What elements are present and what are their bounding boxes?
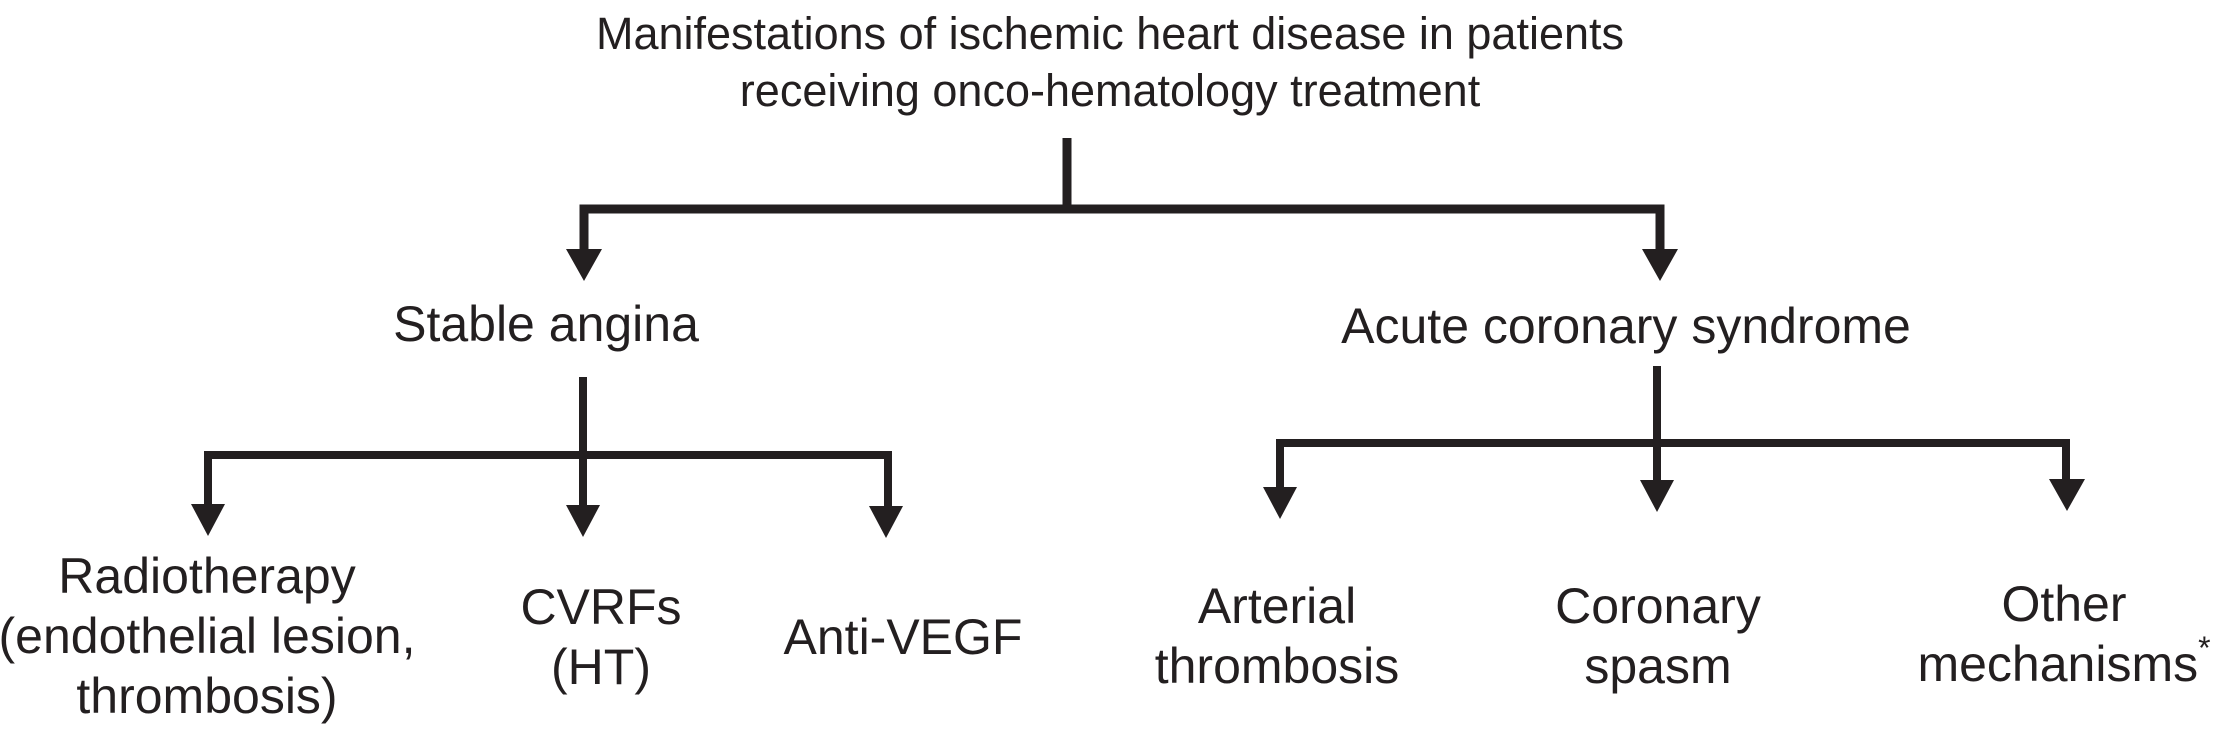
node-cvrfs-line-1: CVRFs [520,579,682,635]
stable-angina-bracket-line [204,451,892,507]
node-coronary-spasm: Coronary spasm [1555,576,1761,696]
arrowhead-other-mechanisms [2049,479,2085,511]
node-arterial-thrombosis-line-2: thrombosis [1154,638,1400,694]
node-stable-angina: Stable angina [393,296,699,352]
arrowhead-acute-coronary-syndrome [1642,249,1678,281]
diagram-title-line-1: Manifestations of ischemic heart disease… [595,8,1625,59]
diagram-title: Manifestations of ischemic heart disease… [596,5,1624,119]
acute-coronary-syndrome-connectors [1263,366,2085,519]
node-radiotherapy-line-1: Radiotherapy [58,548,356,604]
node-coronary-spasm-line-1: Coronary [1555,578,1761,634]
level1-bracket-line [579,204,1665,252]
node-coronary-spasm-line-2: spasm [1584,638,1732,694]
arrowhead-arterial-thrombosis [1263,487,1297,519]
arrowhead-stable-angina [566,249,602,281]
node-arterial-thrombosis: Arterial thrombosis [1155,576,1400,696]
node-anti-vegf: Anti-VEGF [783,609,1023,665]
node-other-mechanisms-line-2-text: mechanisms [1917,636,2199,692]
node-radiotherapy-line-2: (endothelial lesion, [0,608,416,664]
node-other-mechanisms-line-2: mechanisms* [1917,632,2210,694]
arrowhead-coronary-spasm [1640,480,1674,512]
arrowhead-radiotherapy [191,504,225,536]
node-cvrfs-line-2: (HT) [551,639,651,695]
node-other-mechanisms-line-1: Other [2001,576,2127,632]
level1-connectors [566,138,1678,281]
diagram-title-line-2: receiving onco-hematology treatment [739,65,1481,116]
acute-coronary-syndrome-bracket-line [1276,439,2070,488]
node-radiotherapy-line-3: thrombosis) [76,668,338,724]
other-mechanisms-asterisk: * [2198,630,2211,667]
node-other-mechanisms: Other mechanisms* [1917,574,2210,694]
node-acute-coronary-syndrome: Acute coronary syndrome [1341,298,1911,354]
arrowhead-anti-vegf [869,506,903,538]
stable-angina-connectors [191,377,903,538]
arrowhead-cvrfs [566,505,600,537]
node-arterial-thrombosis-line-1: Arterial [1197,578,1357,634]
node-radiotherapy: Radiotherapy (endothelial lesion, thromb… [0,546,415,726]
node-cvrfs: CVRFs (HT) [520,577,681,697]
